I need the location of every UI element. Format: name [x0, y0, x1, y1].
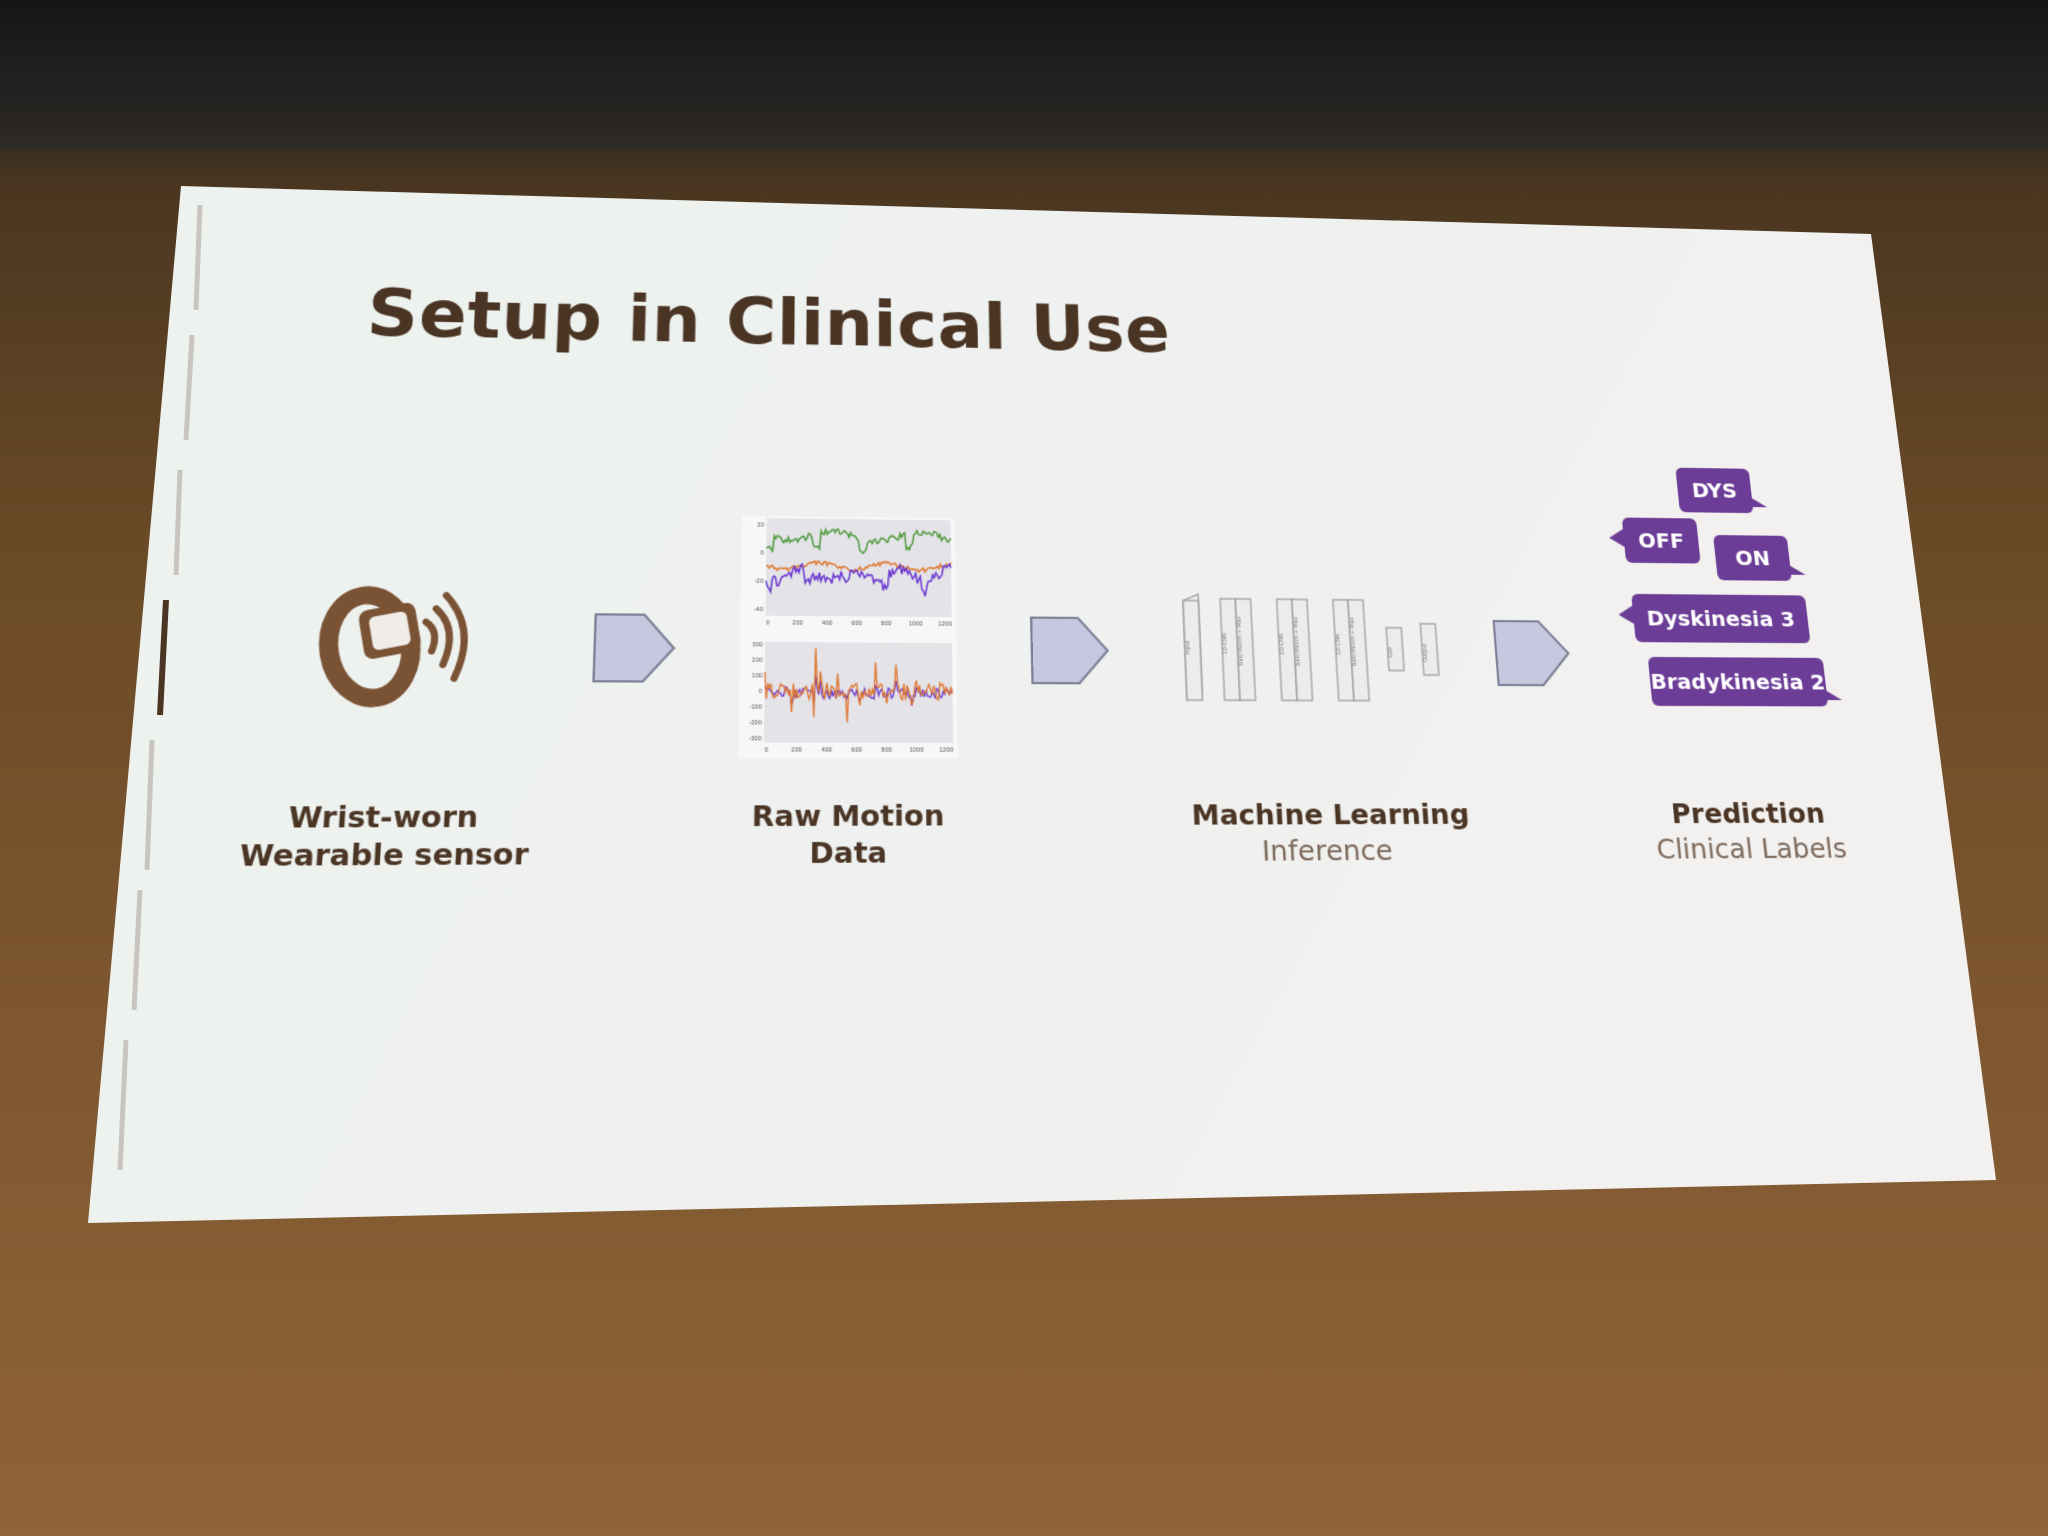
caption-line1: Machine Learning [1190, 798, 1471, 832]
plot-tick-label: 0 [759, 689, 763, 695]
svg-text:1D-CNN: 1D-CNN [1279, 634, 1286, 655]
caption-line2: Wearable sensor [238, 837, 530, 873]
label-off: OFF [1621, 517, 1701, 564]
plot-tick-label: 200 [752, 658, 764, 664]
slide-title: Setup in Clinical Use [364, 274, 1172, 368]
step-caption-raw-data: Raw Motion Data [731, 798, 965, 873]
plot-ticks: 200-20-403002001000-100-200-300002002004… [749, 523, 955, 754]
plot-tick-label: 800 [881, 748, 893, 754]
plot-tick-label: 300 [752, 642, 764, 648]
plot-tick-label: -200 [749, 720, 763, 726]
plot-tick-label: 1200 [939, 748, 954, 754]
plot-tick-label: 600 [851, 748, 863, 754]
svg-text:1D-CNN: 1D-CNN [1222, 633, 1229, 654]
svg-text:BatchNorm + Max: BatchNorm + Max [1293, 616, 1302, 666]
plot-tick-label: 0 [764, 747, 768, 753]
plot-tick-label: 400 [821, 748, 833, 754]
plot-tick-label: -300 [749, 736, 763, 742]
plot-tick-label: -100 [749, 705, 763, 711]
screen-edge-accent [157, 599, 169, 716]
plot-tick-label: 1000 [908, 621, 923, 627]
ceiling [0, 0, 2048, 150]
plot-tick-label: 100 [751, 673, 763, 679]
plot-tick-label: -40 [754, 607, 764, 613]
step-caption-sensor: Wrist-worn Wearable sensor [238, 799, 530, 876]
caption-line2: Clinical Labels [1654, 832, 1849, 866]
plot-tick-label: 800 [881, 621, 892, 627]
step-caption-ml: Machine Learning Inference [1190, 797, 1471, 870]
plot-tick-label: 600 [851, 621, 862, 627]
svg-text:BatchNorm + Max: BatchNorm + Max [1349, 616, 1358, 666]
raw-motion-plot: 200-20-403002001000-100-200-300002002004… [738, 515, 958, 759]
plot-tick-label: 200 [791, 747, 803, 753]
caption-line2: Inference [1261, 834, 1394, 868]
svg-text:GAP: GAP [1388, 646, 1395, 658]
pentagon-arrow-icon [591, 612, 677, 684]
svg-text:1D-CNN: 1D-CNN [1335, 634, 1342, 655]
label-dyskinesia: Dyskinesia 3 [1631, 593, 1811, 644]
pentagon-arrow-icon [1491, 619, 1573, 687]
plot-tick-label: 0 [766, 620, 770, 626]
slide: Setup in Clinical Use Wrist-worn Wearabl… [88, 186, 1996, 1223]
plot-tick-label: 0 [760, 551, 764, 557]
step-caption-prediction: Prediction Clinical Labels [1629, 796, 1870, 867]
plot-tick-label: -20 [754, 579, 764, 585]
screen-edge-dashes [117, 204, 203, 1171]
neural-network-diagram: Input 1D-CNN BatchNorm + Max 1D-CNN Batc… [1172, 590, 1461, 710]
plot-tick-label: 20 [757, 523, 765, 529]
plot-tick-label: 1200 [938, 622, 953, 628]
pentagon-arrow-icon [1029, 615, 1111, 685]
caption-line1: Prediction [1669, 797, 1827, 830]
caption-line1: Wrist-worn [287, 800, 480, 835]
label-bradykinesia: Bradykinesia 2 [1647, 656, 1829, 707]
plot-tick-label: 200 [792, 621, 804, 627]
plot-tick-label: 1000 [909, 748, 924, 754]
caption-line2: Data [809, 835, 888, 870]
caption-line1: Raw Motion [751, 799, 945, 834]
svg-text:Input: Input [1185, 640, 1192, 654]
svg-text:Output: Output [1422, 644, 1429, 663]
svg-text:BatchNorm + Max: BatchNorm + Max [1236, 616, 1244, 666]
wrist-sensor-icon [305, 565, 481, 712]
label-on: ON [1713, 534, 1792, 581]
label-dys: DYS [1675, 467, 1754, 514]
plot-tick-label: 400 [822, 621, 833, 627]
